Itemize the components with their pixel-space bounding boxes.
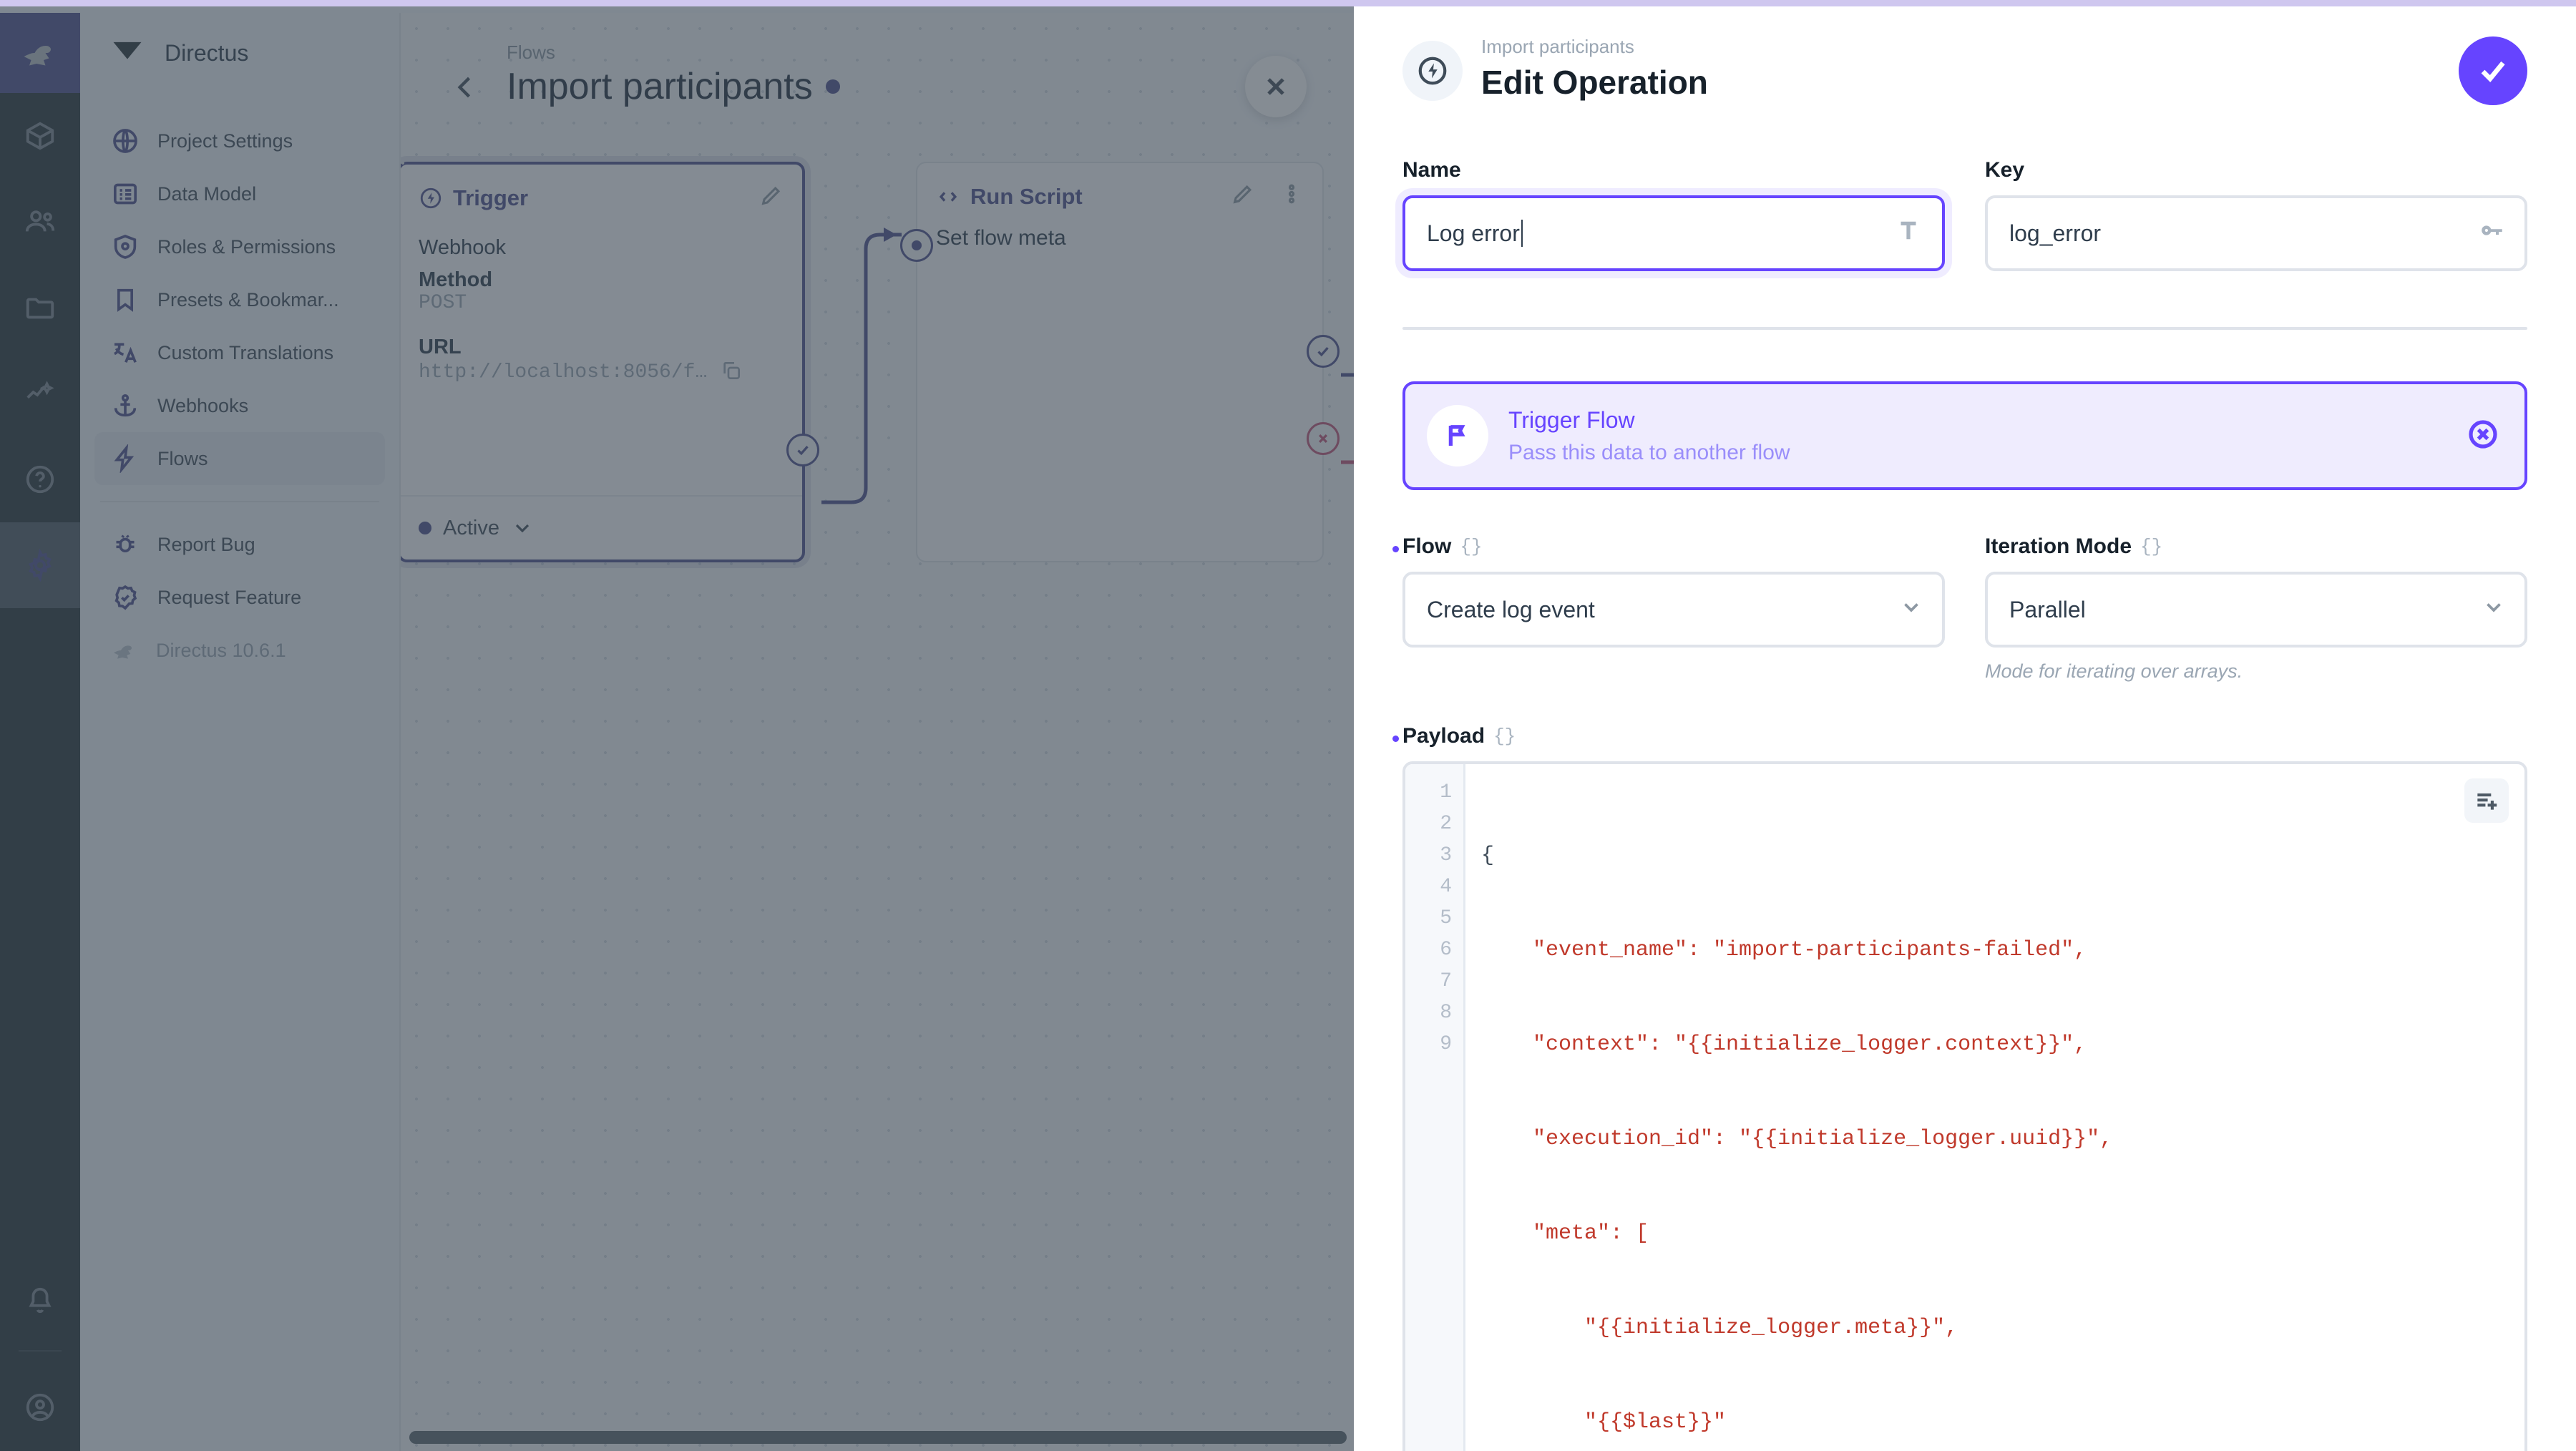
payload-field-group: Payload {} 1 2 3 4 5 6 7 8 9 bbox=[1392, 724, 2527, 1451]
cancel-circle-icon[interactable] bbox=[2466, 417, 2500, 455]
edit-operation-drawer: Import participants Edit Operation Name … bbox=[1354, 6, 2576, 1451]
payload-label-text: Payload bbox=[1402, 724, 1485, 748]
bolt-circle-icon bbox=[1418, 57, 1447, 85]
operation-badge bbox=[1402, 41, 1463, 101]
text-format-icon bbox=[1893, 215, 1923, 251]
key-field-group: Key log_error bbox=[1985, 158, 2527, 271]
code-content[interactable]: { "event_name": "import-participants-fai… bbox=[1465, 764, 2524, 1451]
vpn-key-icon bbox=[2476, 215, 2506, 251]
flow-select[interactable]: Create log event bbox=[1402, 572, 1945, 648]
line-number: 2 bbox=[1440, 813, 1452, 835]
code-line: "{{initialize_logger.meta}}", bbox=[1481, 1316, 1958, 1340]
flow-label: Flow {} bbox=[1392, 534, 1945, 559]
iteration-braces: {} bbox=[2140, 536, 2163, 557]
line-number: 6 bbox=[1440, 939, 1452, 961]
loading-progress-bar bbox=[0, 0, 2576, 6]
flow-braces: {} bbox=[1460, 536, 1483, 557]
code-line: "meta": [ bbox=[1481, 1221, 1649, 1246]
operation-type-card[interactable]: Trigger Flow Pass this data to another f… bbox=[1402, 381, 2527, 490]
code-line: "context": "{{initialize_logger.context}… bbox=[1481, 1032, 2087, 1057]
line-number: 3 bbox=[1440, 844, 1452, 866]
name-input-value: Log error bbox=[1427, 220, 1520, 246]
payload-braces: {} bbox=[1493, 726, 1516, 747]
text-caret bbox=[1521, 220, 1523, 247]
flow-iteration-row: Flow {} Create log event Iteration Mode … bbox=[1392, 534, 2527, 683]
operation-type-subtitle: Pass this data to another flow bbox=[1508, 440, 1790, 464]
code-line: { bbox=[1481, 844, 1495, 868]
line-number: 5 bbox=[1440, 907, 1452, 929]
iteration-mode-select[interactable]: Parallel bbox=[1985, 572, 2527, 648]
name-key-row: Name Log error Key log_error bbox=[1402, 158, 2527, 271]
code-line: "execution_id": "{{initialize_logger.uui… bbox=[1481, 1127, 2113, 1151]
line-number: 7 bbox=[1440, 970, 1452, 992]
section-divider bbox=[1402, 327, 2527, 330]
flow-field-group: Flow {} Create log event bbox=[1392, 534, 1945, 683]
drawer-title: Edit Operation bbox=[1481, 63, 1708, 101]
save-button[interactable] bbox=[2459, 36, 2527, 105]
iteration-select-value: Parallel bbox=[2009, 596, 2086, 622]
code-line: "{{$last}}" bbox=[1481, 1410, 1727, 1435]
key-input-value: log_error bbox=[2009, 220, 2102, 246]
drawer-overlay[interactable] bbox=[0, 6, 1354, 1451]
code-line: "event_name": "import-participants-faile… bbox=[1481, 938, 2087, 962]
name-field-group: Name Log error bbox=[1402, 158, 1945, 271]
payload-label: Payload {} bbox=[1392, 724, 2527, 748]
drawer-breadcrumb: Import participants bbox=[1481, 36, 1634, 57]
chevron-down-icon bbox=[2482, 595, 2506, 625]
iteration-label: Iteration Mode {} bbox=[1985, 534, 2527, 559]
flow-label-text: Flow bbox=[1402, 534, 1452, 558]
chevron-down-icon bbox=[1899, 595, 1923, 625]
line-number: 9 bbox=[1440, 1033, 1452, 1055]
name-label: Name bbox=[1402, 158, 1461, 182]
key-label: Key bbox=[1985, 158, 2025, 182]
iteration-label-text: Iteration Mode bbox=[1985, 534, 2132, 558]
flag-icon bbox=[1448, 425, 1465, 446]
line-number: 8 bbox=[1440, 1002, 1452, 1024]
post-add-icon[interactable] bbox=[2464, 778, 2509, 823]
payload-code-editor[interactable]: 1 2 3 4 5 6 7 8 9 { "event_name": "impor… bbox=[1402, 761, 2527, 1451]
iteration-field-group: Iteration Mode {} Parallel Mode for iter… bbox=[1985, 534, 2527, 683]
key-input[interactable]: log_error bbox=[1985, 195, 2527, 271]
name-input[interactable]: Log error bbox=[1402, 195, 1945, 271]
drawer-header: Import participants Edit Operation bbox=[1402, 6, 2527, 105]
operation-type-title: Trigger Flow bbox=[1508, 406, 1635, 433]
operation-icon-circle bbox=[1427, 405, 1488, 466]
line-number: 1 bbox=[1440, 781, 1452, 803]
flow-select-value: Create log event bbox=[1427, 596, 1595, 622]
line-number: 4 bbox=[1440, 876, 1452, 898]
check-icon bbox=[2481, 61, 2505, 83]
code-gutter: 1 2 3 4 5 6 7 8 9 bbox=[1405, 764, 1465, 1451]
iteration-help-text: Mode for iterating over arrays. bbox=[1985, 660, 2243, 682]
